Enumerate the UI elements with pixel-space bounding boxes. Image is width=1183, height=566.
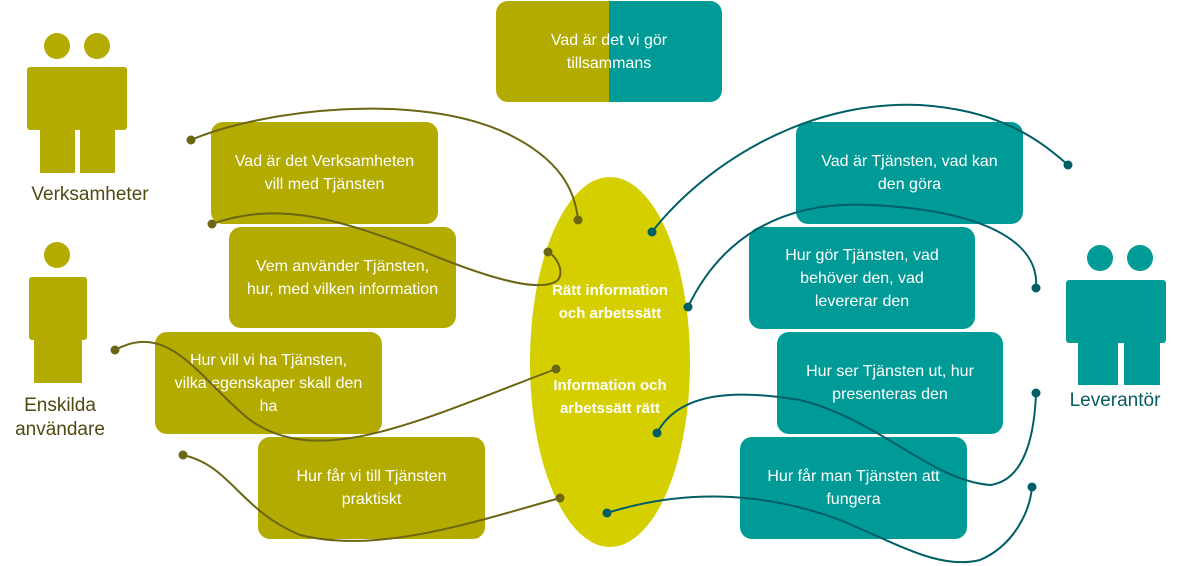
- connector-line: [687, 203, 1038, 308]
- right-box-label: Vad är Tjänsten, vad kan den göra: [821, 153, 998, 193]
- left-box-3: Hur vill vi ha Tjänsten, vilka egenskape…: [155, 332, 382, 434]
- verksamheter-people-icon: [27, 33, 127, 173]
- connector-dot: [573, 215, 583, 225]
- connector-dot: [555, 493, 565, 503]
- connector-line: [114, 341, 557, 442]
- left-box-label: Vem använder Tjänsten, hur, med vilken i…: [246, 257, 439, 298]
- right-box-label: Hur ser Tjänsten ut, hur presenteras den: [806, 363, 974, 403]
- right-box-1: Vad är Tjänsten, vad kan den göra: [796, 122, 1023, 224]
- connector-dot: [1063, 160, 1073, 170]
- connector-dot: [551, 364, 561, 374]
- center-upper-text: Rätt information och arbetssätt: [552, 282, 668, 322]
- connector-line: [606, 486, 1033, 564]
- right-box-3: Hur ser Tjänsten ut, hur presenteras den: [777, 332, 1003, 434]
- connector-dot: [186, 135, 196, 145]
- left-box-label: Hur får vi till Tjänsten praktiskt: [296, 468, 447, 508]
- connector-dot: [207, 219, 217, 229]
- connector-dot: [1031, 388, 1041, 398]
- left-box-2: Vem använder Tjänsten, hur, med vilken i…: [229, 227, 456, 328]
- left-box-4: Hur får vi till Tjänsten praktiskt: [258, 437, 485, 539]
- connector-line: [190, 107, 579, 221]
- connector-dot: [110, 345, 120, 355]
- connector-dot: [647, 227, 657, 237]
- enskilda-label: Enskilda användare: [15, 395, 105, 440]
- connector-line: [656, 392, 1037, 487]
- connector-line: [182, 454, 561, 542]
- center-lower-text: Information och arbetssätt rätt: [553, 377, 667, 417]
- connector-dot: [543, 247, 553, 257]
- connector-dot: [178, 450, 188, 460]
- connector-dot: [1031, 283, 1041, 293]
- connector-line: [651, 103, 1069, 233]
- leverantor-label: Leverantör: [1069, 390, 1161, 411]
- verksamheter-label: Verksamheter: [31, 184, 149, 205]
- right-box-label: Hur gör Tjänsten, vad behöver den, vad l…: [785, 246, 939, 310]
- connector-line: [211, 212, 562, 287]
- center-ellipse: [530, 177, 690, 547]
- top-box-label: Vad är det vi gör tillsammans: [550, 31, 668, 72]
- top-box: Vad är det vi gör tillsammans: [496, 1, 722, 102]
- left-box-label: Vad är det Verksamheten vill med Tjänste…: [234, 153, 415, 193]
- leverantor-people-icon: [1066, 245, 1166, 385]
- connector-dot: [602, 508, 612, 518]
- right-box-label: Hur får man Tjänsten att fungera: [767, 468, 940, 508]
- right-box-4: Hur får man Tjänsten att fungera: [740, 437, 967, 539]
- connector-dot: [683, 302, 693, 312]
- right-box-2: Hur gör Tjänsten, vad behöver den, vad l…: [749, 227, 975, 329]
- left-box-1: Vad är det Verksamheten vill med Tjänste…: [211, 122, 438, 224]
- connector-dot: [652, 428, 662, 438]
- connector-dot: [1027, 482, 1037, 492]
- enskild-person-icon: [29, 242, 87, 383]
- left-box-label: Hur vill vi ha Tjänsten, vilka egenskape…: [174, 351, 363, 415]
